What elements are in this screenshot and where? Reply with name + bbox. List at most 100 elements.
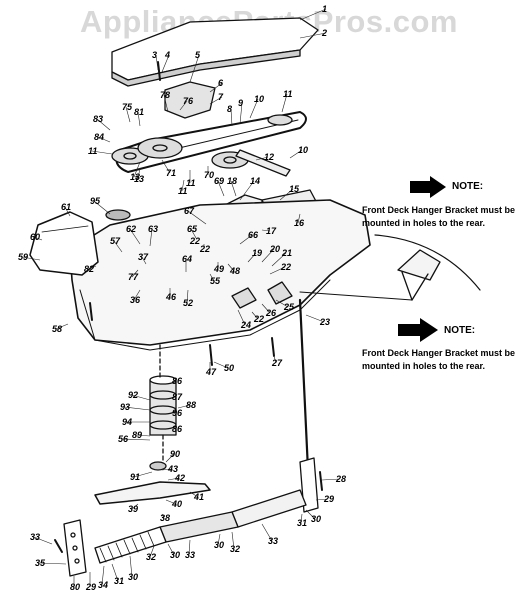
callout-number: 38: [160, 513, 170, 523]
leader-line: [155, 54, 159, 71]
leader-line: [190, 228, 197, 239]
leader-line: [167, 543, 175, 556]
callout-number: 59: [18, 252, 28, 262]
callout-number: 1: [322, 4, 327, 14]
callout-number: 58: [52, 324, 62, 334]
callout-number: 78: [160, 90, 170, 100]
leader-line: [181, 179, 185, 192]
callout-number: 13: [130, 172, 140, 182]
leader-line: [237, 309, 246, 326]
leader-line: [93, 200, 111, 215]
callout-number: 22: [199, 244, 210, 254]
leader-line: [113, 240, 123, 253]
callout-number: 4: [164, 50, 170, 60]
callout-number: 65: [187, 224, 198, 234]
callout-number: 17: [266, 226, 277, 236]
callout-number: 7: [218, 92, 224, 102]
callout-number: 82: [84, 264, 94, 274]
callout-number: 25: [283, 302, 295, 312]
callout-number: 28: [335, 474, 346, 484]
callout-number: 29: [323, 494, 334, 504]
leader-line: [189, 54, 200, 83]
leader-line: [173, 395, 177, 398]
mower-blade: [94, 481, 211, 505]
note-arrow-icon: [410, 176, 446, 198]
callout-number: 30: [214, 540, 224, 550]
callout-number: 20: [269, 244, 280, 254]
callout-number: 94: [122, 417, 132, 427]
callout-number: 18: [227, 176, 237, 186]
pulley-idler: [267, 114, 293, 126]
inset-deck-edge: [374, 234, 481, 291]
callout-number: 3: [152, 50, 157, 60]
callout-number: 49: [213, 264, 224, 274]
note-line: mounted in holes to the rear.: [362, 361, 486, 371]
leader-line: [38, 562, 67, 565]
callout-number: 88: [186, 400, 196, 410]
leader-line: [165, 499, 177, 505]
leader-line: [21, 256, 41, 261]
callout-number: 40: [171, 499, 182, 509]
callout-number: 11: [88, 146, 97, 156]
callout-number: 10: [254, 94, 264, 104]
callout-number: 69: [214, 176, 224, 186]
callout-number: 32: [146, 552, 156, 562]
leader-line: [96, 118, 111, 131]
leader-line: [300, 513, 303, 524]
leader-line: [167, 477, 180, 481]
leader-line: [209, 273, 215, 282]
leader-line: [33, 236, 43, 241]
callout-number: 35: [35, 558, 46, 568]
callout-number: 26: [265, 308, 277, 318]
callout-number: 95: [90, 196, 101, 206]
pulley-center: [137, 137, 183, 159]
callout-number: 24: [240, 320, 251, 330]
leader-line: [217, 533, 221, 546]
leader-line: [209, 82, 223, 93]
callout-number: 67: [184, 206, 195, 216]
leader-line: [137, 111, 141, 127]
callout-number: 21: [281, 248, 292, 258]
leader-line: [135, 434, 151, 437]
note-title: NOTE:: [452, 181, 484, 192]
callout-number: 16: [294, 218, 305, 228]
callout-number: 34: [98, 580, 108, 590]
leader-line: [131, 394, 151, 401]
leader-line: [55, 323, 69, 330]
callout-number: 55: [210, 276, 221, 286]
leader-line: [247, 252, 257, 263]
callout-number: 11: [186, 178, 195, 188]
callout-number: 27: [271, 358, 283, 368]
callout-number: 83: [93, 114, 103, 124]
callout-number: 42: [174, 473, 185, 483]
leader-line: [149, 228, 153, 247]
callout-number: 22: [189, 236, 200, 246]
leader-line: [281, 93, 288, 113]
leader-line: [121, 438, 151, 441]
callout-number: 87: [172, 392, 183, 402]
callout-number: 71: [166, 168, 176, 178]
callout-number: 76: [183, 96, 194, 106]
leader-line: [261, 523, 273, 542]
callout-number: 47: [205, 367, 217, 377]
note-title: NOTE:: [444, 325, 476, 336]
callout-number: 23: [319, 317, 330, 327]
leader-line: [137, 167, 141, 180]
leader-line: [173, 411, 177, 414]
callout-number: 22: [280, 262, 291, 272]
callout-number: 31: [114, 576, 124, 586]
callout-number: 48: [229, 266, 240, 276]
callout-number: 29: [85, 582, 96, 592]
callout-number: 11: [283, 89, 292, 99]
callout-number: 56: [118, 434, 129, 444]
leader-line: [271, 252, 287, 267]
leader-line: [231, 531, 235, 550]
leader-line: [321, 478, 341, 481]
leader-line: [161, 468, 173, 471]
callout-number: 15: [289, 184, 300, 194]
callout-number: 92: [128, 390, 138, 400]
leader-line: [125, 106, 131, 123]
leader-line: [149, 545, 155, 558]
callout-number: 66: [248, 230, 259, 240]
roller-tube-left: [94, 526, 167, 564]
